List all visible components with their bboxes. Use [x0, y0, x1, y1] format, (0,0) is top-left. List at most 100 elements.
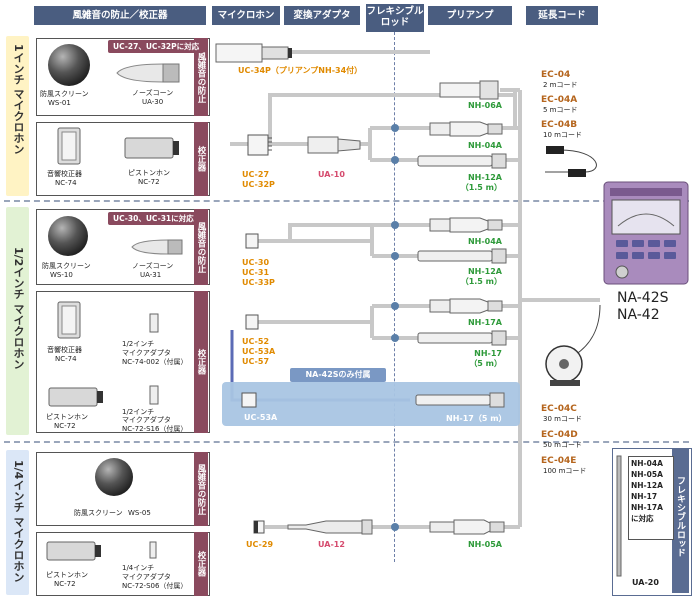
header-preamp: プリアンプ [428, 6, 512, 25]
header-flexible-rod: フレキシブル ロッド [366, 4, 424, 32]
ua12-label: UA-12 [318, 540, 345, 549]
uc52-label: UC-52 [242, 337, 270, 346]
mic-adapter-nc72-s16 [149, 385, 159, 405]
calib-tab-half: 校正器 [194, 291, 208, 433]
rod-compat-item: NH-17A [631, 503, 663, 512]
nc72-quarter-name: ピストンホン [46, 571, 88, 579]
nh04a-s2-label: NH-04A [467, 237, 502, 246]
adapter-ua12 [287, 519, 373, 535]
nh06a-label: NH-06A [467, 101, 502, 110]
uc27-label: UC-27 [242, 170, 270, 179]
uc33p-label: UC-33P [242, 278, 275, 287]
microphone-uc30 [245, 233, 259, 249]
header-windscreen-calibrator: 風雑音の防止／校正器 [34, 6, 206, 25]
rod-compat-item: NH-04A [631, 459, 663, 468]
cord-ec04a-length: 5 mコード [543, 106, 578, 114]
preamp-nh04a-s1 [429, 121, 503, 137]
cord-connector-top [546, 146, 564, 154]
nh12a-s1-length: （1.5 m） [460, 183, 502, 192]
microphone-uc52 [245, 314, 259, 330]
s1-note: UC-27、UC-32Pに対応 [108, 40, 205, 53]
bundle-uc53a-label: UC-53A [244, 413, 278, 422]
preamp-nh17 [417, 330, 507, 346]
ws01-name: 防風スクリーン [40, 90, 89, 98]
microphone-uc34p [215, 43, 292, 63]
ad1-name: 1/2インチ [122, 340, 155, 348]
cord-connector-bottom [568, 169, 586, 177]
windscreen-ws01 [48, 44, 90, 86]
uc30-label: UC-30 [242, 258, 270, 267]
bundle-preamp-nh17 [415, 392, 505, 408]
uc29-label: UC-29 [246, 540, 274, 549]
cord-ec04c: EC-04C [541, 404, 577, 414]
calibrator-nc74-half [57, 301, 81, 339]
flexible-rod-icon [616, 455, 622, 577]
uc34p-label: UC-34P（プリアンプNH-34付） [238, 66, 363, 75]
preamp-nh12a-s2 [417, 248, 507, 264]
nc72-half-name: ピストンホン [46, 413, 88, 421]
preamp-nh06a [439, 80, 499, 100]
section-label-half-inch: 1/2インチ マイクロホン [12, 247, 25, 370]
cord-ec04c-length: 30 mコード [543, 415, 582, 423]
nh17-label: NH-17 [474, 349, 502, 358]
ua30-model: UA-30 [142, 98, 164, 106]
rod-compat-list: NH-04A NH-05A NH-12A NH-17 NH-17A に対応 [631, 458, 663, 524]
ad3-name2: マイクアダプタ [122, 573, 171, 581]
preamp-nh04a-s2 [429, 217, 503, 233]
nose-cone-ua30 [116, 63, 180, 83]
nh05a-label: NH-05A [467, 540, 502, 549]
header-adapter: 変換アダプタ [284, 6, 360, 25]
cord-reel-icon [545, 345, 583, 386]
rod-title-tab [672, 449, 689, 593]
ad2-model: NC-72-S16（付属） [122, 425, 188, 433]
ws05-model: WS-05 [128, 509, 151, 517]
ua10-label: UA-10 [318, 170, 345, 179]
cord-ec04e-length: 100 mコード [543, 467, 587, 475]
wind-tab-quarter: 風雑音の防止 [194, 452, 208, 526]
uc31-label: UC-31 [242, 268, 270, 277]
ad1-model: NC-74-002（付属） [122, 358, 188, 366]
calib-tab-1inch: 校正器 [194, 122, 208, 196]
ad3-model: NC-72-S06（付属） [122, 582, 188, 590]
nose-cone-ua31 [131, 239, 183, 255]
cord-ec04d-length: 50 mコード [543, 441, 582, 449]
calib-tab-quarter: 校正器 [194, 532, 208, 596]
section-bar-quarter-inch: 1/4インチ マイクロホン [6, 450, 29, 595]
rod-compat-item: NH-05A [631, 470, 663, 479]
nc74-name: 音響校正器 [47, 170, 82, 178]
bundle-mic-uc53a [241, 392, 257, 408]
uc57-label: UC-57 [242, 357, 270, 366]
nh12a-s2-length: （1.5 m） [460, 277, 502, 286]
ws05-name: 防風スクリーン [74, 509, 123, 517]
sound-level-meter-device [603, 181, 689, 285]
nh04a-s1-label: NH-04A [467, 141, 502, 150]
ad2-name2: マイクアダプタ [122, 416, 171, 424]
windscreen-ws10 [48, 216, 88, 256]
nc72-half-model: NC-72 [54, 422, 76, 430]
nc74-half-name: 音響校正器 [47, 346, 82, 354]
cord-ec04b: EC-04B [541, 120, 578, 130]
adapter-ua10 [307, 136, 361, 154]
rod-compat-item: NH-12A [631, 481, 663, 490]
nh12a-s2-label: NH-12A [467, 267, 502, 276]
mic-adapter-nc74-002 [149, 313, 159, 333]
ad3-name: 1/4インチ [122, 564, 155, 572]
flexible-rod-line [394, 32, 395, 562]
cord-ec04b-length: 10 mコード [543, 131, 582, 139]
nc72-name: ピストンホン [128, 169, 170, 177]
pistonphone-nc72-quarter [46, 541, 101, 561]
rod-compat-box [628, 456, 674, 540]
section-label-quarter-inch: 1/4インチ マイクロホン [12, 460, 25, 583]
ua31-name: ノーズコーン [132, 262, 174, 270]
nh17-length: （5 m） [469, 359, 502, 368]
section-bar-1inch: 1インチ マイクロホン [6, 36, 29, 196]
cord-ec04d: EC-04D [541, 430, 578, 440]
cord-ec04e: EC-04E [541, 456, 577, 466]
ws01-model: WS-01 [48, 99, 71, 107]
rod-compat-item: に対応 [631, 514, 654, 523]
rod-title: フレキシブルロッド [675, 476, 685, 557]
nh12a-s1-label: NH-12A [467, 173, 502, 182]
section-divider [4, 200, 689, 202]
ws10-model: WS-10 [50, 271, 73, 279]
pistonphone-nc72 [124, 137, 179, 159]
